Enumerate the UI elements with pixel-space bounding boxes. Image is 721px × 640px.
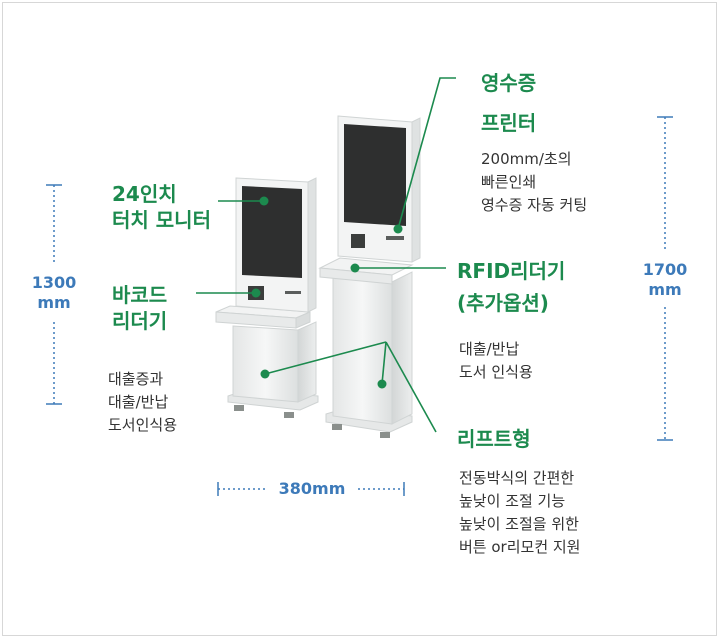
small-kiosk xyxy=(215,177,319,418)
barcode-label: 바코드 리더기 xyxy=(112,282,167,334)
barcode-desc-line: 도서인식용 xyxy=(108,416,178,434)
monitor-label: 24인치 터치 모니터 xyxy=(112,181,211,233)
height-small-value: 1300 xyxy=(31,273,77,292)
lift-desc-line: 높낮이 조절을 위한 xyxy=(459,515,579,533)
rfid-label-line2: (추가옵션) xyxy=(457,291,549,315)
monitor-label-line2: 터치 모니터 xyxy=(112,208,211,232)
height-large-dimension: 1700 mm xyxy=(637,260,693,300)
receipt-desc-line: 영수증 자동 커팅 xyxy=(481,196,588,214)
receipt-label-line2: 프린터 xyxy=(481,111,537,135)
dimension-lines xyxy=(46,116,673,496)
height-large-value: 1700 xyxy=(642,260,688,279)
lift-desc-line: 높낮이 조절 기능 xyxy=(459,492,566,510)
large-kiosk xyxy=(318,115,421,438)
rfid-label: RFID리더기 (추가옵션) xyxy=(457,255,565,319)
height-small-dimension: 1300 mm xyxy=(26,273,82,313)
lift-desc-line: 버튼 or리모컨 지원 xyxy=(459,538,581,556)
receipt-label-line1: 영수증 xyxy=(481,71,537,95)
barcode-desc-line: 대출증과 xyxy=(108,370,164,388)
receipt-desc-line: 빠른인쇄 xyxy=(481,173,537,191)
height-large-unit: mm xyxy=(648,280,682,299)
barcode-label-line2: 리더기 xyxy=(112,309,168,333)
receipt-desc-line: 200mm/초의 xyxy=(481,150,572,168)
rfid-label-line1: RFID리더기 xyxy=(457,259,566,283)
barcode-description: 대출증과 대출/반납 도서인식용 xyxy=(108,368,177,437)
rfid-description: 대출/반납 도서 인식용 xyxy=(459,338,533,384)
width-dimension: 380mm xyxy=(278,479,346,498)
lift-label: 리프트형 xyxy=(457,427,531,451)
monitor-label-line1: 24인치 xyxy=(112,182,177,206)
receipt-description: 200mm/초의 빠른인쇄 영수증 자동 커팅 xyxy=(481,148,587,217)
lift-description: 전동박식의 간편한 높낮이 조절 기능 높낮이 조절을 위한 버튼 or리모컨 … xyxy=(459,467,580,559)
rfid-desc-line: 대출/반납 xyxy=(459,340,520,358)
barcode-label-line1: 바코드 xyxy=(112,283,168,307)
leader-lines xyxy=(196,77,456,433)
lift-desc-line: 전동박식의 간편한 xyxy=(459,469,575,487)
receipt-printer-label: 영수증 프린터 xyxy=(481,63,536,143)
leader-dots xyxy=(251,196,403,389)
barcode-desc-line: 대출/반납 xyxy=(108,393,169,411)
rfid-desc-line: 도서 인식용 xyxy=(459,363,533,381)
height-small-unit: mm xyxy=(37,293,71,312)
